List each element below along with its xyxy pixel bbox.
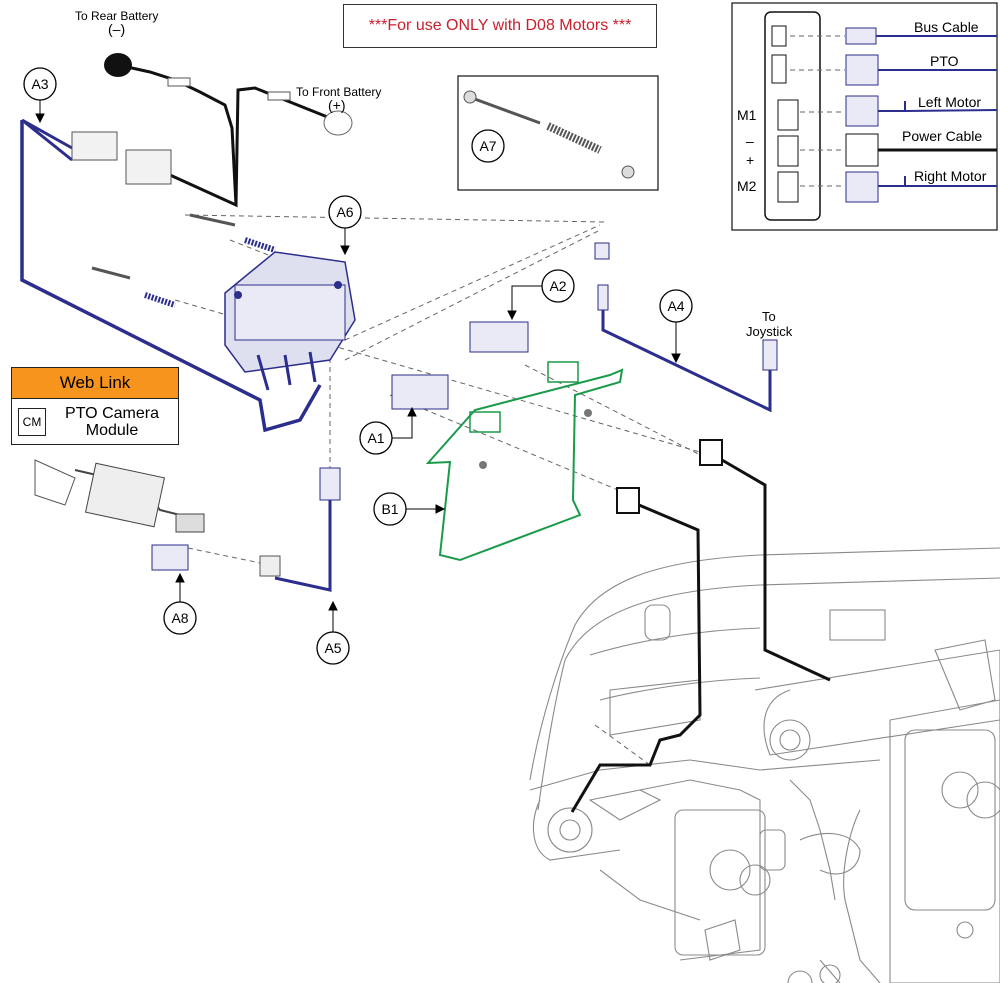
inset-port-m2: M2 — [737, 178, 757, 194]
a6-controller — [91, 213, 356, 391]
svg-text:A2: A2 — [549, 278, 566, 294]
svg-text:A8: A8 — [171, 610, 188, 626]
assembly-guides — [174, 97, 711, 766]
callout-a7: A7 — [471, 129, 505, 163]
rear-battery-sign: (–) — [108, 21, 125, 37]
callout-leaders — [35, 100, 681, 632]
web-link-description[interactable]: PTO Camera Module — [46, 405, 178, 439]
a3-harness — [20, 118, 322, 433]
front-battery-sign: (+) — [328, 97, 346, 113]
battery-cable — [104, 53, 353, 208]
joystick-label: Joystick — [746, 324, 793, 339]
inset-port-negative: – — [746, 133, 754, 149]
svg-text:A5: A5 — [324, 640, 341, 656]
inset-cable-left-motor: Left Motor — [918, 94, 981, 110]
inset-cable-bus: Bus Cable — [914, 19, 979, 35]
controller-ports-inset — [731, 2, 998, 231]
web-link-description-line1: PTO Camera — [65, 405, 159, 422]
inset-port-m1: M1 — [737, 107, 757, 123]
web-link-box[interactable]: Web Link CM PTO Camera Module — [11, 367, 179, 445]
web-link-code: CM — [18, 408, 46, 436]
a4-joystick-cable — [594, 242, 778, 413]
callout-a2: A2 — [541, 269, 575, 303]
b1-bracket — [425, 361, 624, 562]
callout-a6: A6 — [328, 195, 362, 229]
callout-b1: B1 — [373, 492, 407, 526]
web-link-description-line2: Module — [85, 422, 139, 439]
a5-a8-camera-harness — [34, 459, 341, 592]
callout-a3: A3 — [23, 67, 57, 101]
a2-a1-connectors — [391, 321, 529, 410]
callout-a1: A1 — [359, 421, 393, 455]
inset-port-positive: + — [746, 152, 754, 168]
svg-text:A7: A7 — [479, 138, 496, 154]
usage-warning-text: ***For use ONLY with D08 Motors *** — [368, 17, 632, 34]
inset-cable-pto: PTO — [930, 53, 959, 69]
svg-text:A4: A4 — [667, 298, 684, 314]
web-link-row[interactable]: CM PTO Camera Module — [12, 399, 178, 445]
joystick-label-to: To — [762, 309, 776, 324]
inset-cable-right-motor: Right Motor — [914, 168, 987, 184]
svg-text:B1: B1 — [381, 501, 398, 517]
chassis-outline — [529, 547, 1000, 983]
callout-a5: A5 — [316, 631, 350, 665]
callout-a4: A4 — [659, 289, 693, 323]
front-battery-label: To Front Battery — [296, 85, 381, 99]
web-link-title: Web Link — [12, 368, 178, 399]
svg-text:A3: A3 — [31, 76, 48, 92]
inset-cable-power: Power Cable — [902, 128, 982, 144]
motor-cables — [570, 439, 831, 813]
usage-warning: ***For use ONLY with D08 Motors *** — [343, 4, 657, 48]
svg-text:A6: A6 — [336, 204, 353, 220]
svg-text:A1: A1 — [367, 430, 384, 446]
callout-a8: A8 — [163, 601, 197, 635]
rear-battery-label: To Rear Battery — [75, 9, 158, 23]
